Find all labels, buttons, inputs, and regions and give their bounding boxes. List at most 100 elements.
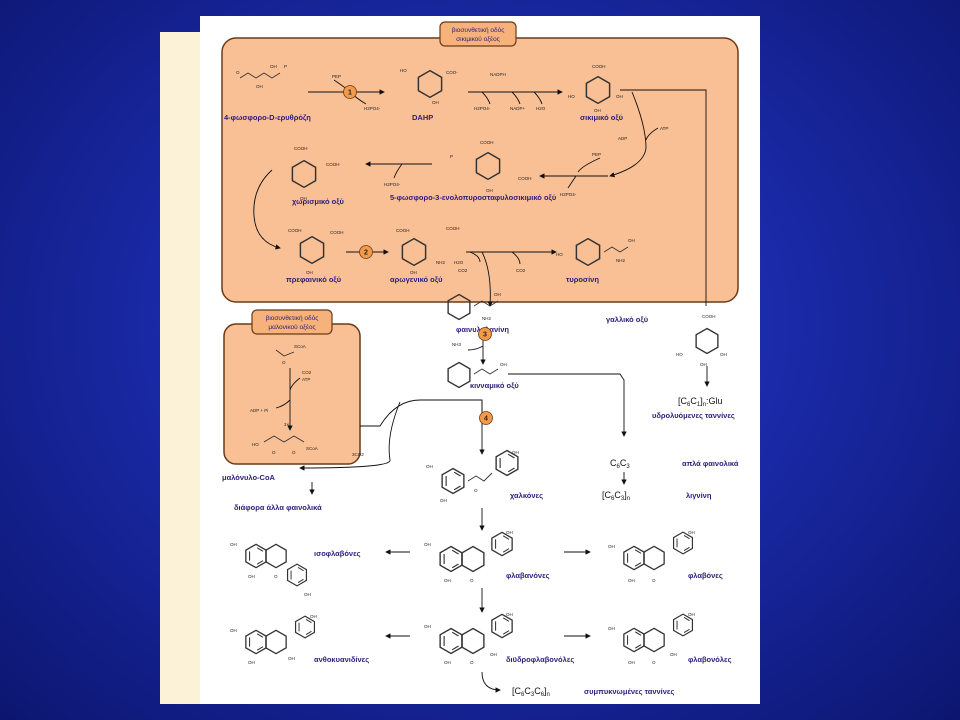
reagent-nadp: NADP+ [510, 106, 526, 111]
svg-text:O: O [652, 660, 656, 665]
label-lignin: λιγνίνη [686, 491, 712, 500]
reagent-h2po4-1: H2PO4- [364, 106, 381, 111]
svg-text:OH: OH [506, 530, 513, 535]
reagent-adp-pi: ADP + Pi [250, 408, 268, 413]
shikimic-header-line1: βιοσυνθετική οδός [452, 26, 505, 34]
svg-text:[C6C3]n: [C6C3]n [602, 490, 630, 502]
svg-text:OH: OH [628, 578, 635, 583]
svg-text:2: 2 [364, 250, 368, 257]
hydrolysable-tannin-formula: [C6C1]n:Glu [678, 396, 723, 408]
label-gallic: γαλλικό οξύ [606, 315, 649, 324]
shikimic-header-line2: σικιμικού οξέος [456, 35, 500, 43]
svg-text:COOH: COOH [326, 162, 340, 167]
reagent-3x: 3× [284, 422, 290, 427]
label-dihydroflavonols: διϋδροφλαβονόλες [506, 655, 574, 664]
reagent-atp1: ATP [660, 126, 668, 131]
label-dahp: DAHP [412, 113, 433, 122]
svg-text:HO: HO [676, 352, 683, 357]
epsp-structure: COOH P COOH OH [450, 140, 532, 193]
arrow-to-gallic [620, 89, 707, 306]
svg-text:O: O [474, 488, 478, 493]
label-hydrolysable-tannins: υδρολυόμενες ταννίνες [652, 411, 735, 420]
anthocyanidin-structure: OH OH OH OH [230, 614, 317, 665]
svg-text:OH: OH [288, 656, 295, 661]
pathway-figure: βιοσυνθετική οδός σικιμικού οξέος O OH O… [200, 16, 760, 704]
label-anthocyanidins: ανθοκυανιδίνες [314, 655, 369, 664]
svg-text:OH: OH [506, 612, 513, 617]
svg-text:OH: OH [490, 652, 497, 657]
malonyl-coa-structure: HO SCoA O O [252, 435, 318, 455]
svg-text:P: P [284, 64, 287, 69]
label-other-phenolics: διάφορα άλλα φαινολικά [234, 503, 322, 512]
svg-text:[C6C3C6]n: [C6C3C6]n [512, 686, 550, 698]
e4p-structure: O OH OH P [236, 64, 287, 89]
svg-text:OH: OH [424, 542, 431, 547]
svg-text:OH: OH [306, 270, 313, 275]
svg-text:SCoA: SCoA [306, 446, 318, 451]
svg-text:O: O [470, 660, 474, 665]
svg-text:OH: OH [720, 352, 727, 357]
label-isoflavones: ισοφλαβόνες [314, 549, 361, 558]
phenylalanine-structure: OH NH2 [447, 292, 501, 321]
svg-text:OH: OH [512, 450, 519, 455]
arrow-malonyl-to-step4 [360, 399, 483, 427]
step-badge-2: 2 [359, 245, 373, 259]
shikimic-structure: COOH HO OH OH [568, 64, 623, 113]
svg-text:OH: OH [230, 542, 237, 547]
malonic-pathway-header: βιοσυνθετική οδός μαλονικού οξέος [251, 309, 333, 335]
svg-text:OH: OH [608, 626, 615, 631]
svg-text:3: 3 [483, 332, 487, 339]
svg-text:OH: OH [688, 612, 695, 617]
svg-text:OH: OH [248, 660, 255, 665]
chalcone-structure: OH OH OH O [426, 449, 519, 503]
svg-text:OH: OH [432, 100, 439, 105]
label-prephenic: πρεφαινικό οξύ [286, 275, 342, 284]
svg-text:OH: OH [628, 238, 635, 243]
svg-text:O: O [236, 70, 240, 75]
svg-text:OH: OH [616, 94, 623, 99]
label-flavones: φλαβόνες [688, 571, 723, 580]
label-chalcones: χαλκόνες [510, 491, 543, 500]
svg-text:O: O [652, 578, 656, 583]
reagent-h2o-1: H2O [536, 106, 546, 111]
chorismic-structure: COOH COOH OH [291, 146, 340, 201]
label-flavanones: φλαβανόνες [506, 571, 550, 580]
isoflavone-structure: OH OH O OH [230, 542, 311, 597]
svg-text:OH: OH [486, 188, 493, 193]
flavonol-structure: OH OH OH O OH [608, 612, 695, 665]
acetyl-coa-structure: SCoA O [275, 344, 306, 365]
svg-text:OH: OH [594, 108, 601, 113]
svg-text:SCoA: SCoA [294, 344, 306, 349]
svg-text:OH: OH [410, 270, 417, 275]
svg-text:COOH: COOH [702, 314, 716, 319]
pathway-diagram: βιοσυνθετική οδός σικιμικού οξέος O OH O… [221, 21, 739, 698]
svg-text:O: O [292, 450, 296, 455]
step-badge-4: 4 [479, 411, 493, 425]
svg-text:OH: OH [494, 292, 501, 297]
svg-text:COO-: COO- [446, 70, 458, 75]
c6c3-formula: C6C3 [610, 458, 630, 470]
label-condensed-tannins: συμπυκνωμένες ταννίνες [584, 687, 674, 696]
condensed-tannin-formula: [C6C3C6]n [512, 686, 550, 698]
reagent-h2o-2: H2O [454, 260, 464, 265]
cinnamic-structure: OH [447, 361, 507, 389]
flavanone-structure: OH OH OH O [424, 530, 513, 583]
svg-text:OH: OH [440, 498, 447, 503]
svg-text:NH2: NH2 [616, 258, 625, 263]
gallic-structure: COOH HO OH OH [676, 314, 727, 367]
prephenic-structure: COOH COOH OH [288, 228, 344, 275]
svg-text:O: O [272, 450, 276, 455]
svg-text:O: O [274, 574, 278, 579]
label-chorismic: χωρισμικό οξύ [292, 197, 345, 206]
reagent-h2po4-4: H2PO4- [384, 182, 401, 187]
svg-text:OH: OH [628, 660, 635, 665]
malonic-header-line2: μαλονικού οξέος [268, 323, 315, 331]
label-cinnamic: κινναμικό οξύ [470, 381, 519, 390]
label-epsp: 5-φωσφορο-3-ενολοπυροσταφυλοσικιμικό οξύ [390, 193, 557, 202]
svg-text:COOH: COOH [592, 64, 606, 69]
svg-text:P: P [450, 154, 453, 159]
svg-text:NH2: NH2 [482, 316, 491, 321]
svg-text:4: 4 [484, 416, 488, 423]
shikimic-pathway-panel [221, 37, 739, 303]
svg-text:COOH: COOH [330, 230, 344, 235]
